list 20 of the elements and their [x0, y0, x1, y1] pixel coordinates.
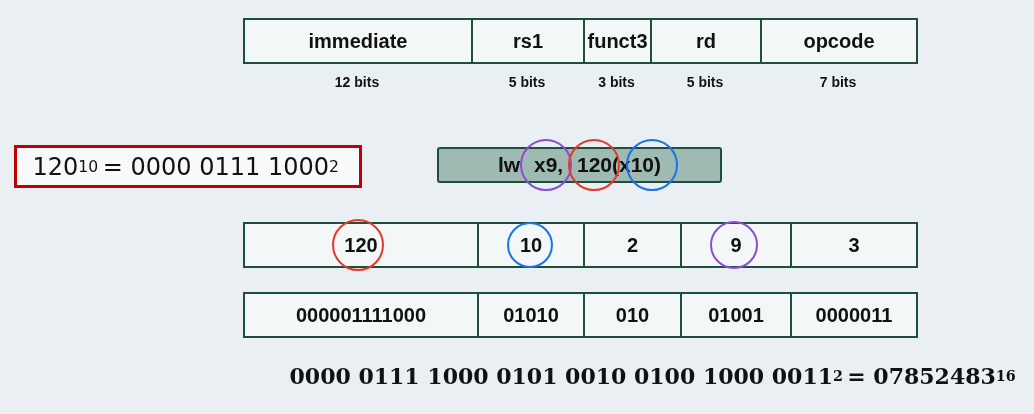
field-name-cell: rd	[650, 18, 762, 64]
field-name-cell: funct3	[583, 18, 652, 64]
field-value-cell: 120	[243, 222, 479, 268]
binary-value-cell: 000001111000	[243, 292, 479, 338]
field-name-cell: opcode	[760, 18, 918, 64]
field-value-cell: 9	[680, 222, 792, 268]
bit-width-label: 5 bits	[507, 73, 547, 92]
field-value-cell: 3	[790, 222, 918, 268]
bit-width-label: 5 bits	[685, 73, 725, 92]
bit-width-label: 12 bits	[333, 73, 381, 92]
field-name-cell: rs1	[471, 18, 585, 64]
binary-value-cell: 010	[583, 292, 682, 338]
binary-value-cell: 0000011	[790, 292, 918, 338]
binary-value-cell: 01010	[477, 292, 585, 338]
bit-width-label: 7 bits	[818, 73, 858, 92]
binary-value-cell: 01001	[680, 292, 792, 338]
field-name-cell: immediate	[243, 18, 473, 64]
field-value-cell: 2	[583, 222, 682, 268]
bit-width-label: 3 bits	[597, 73, 636, 92]
field-value-cell: 10	[477, 222, 585, 268]
